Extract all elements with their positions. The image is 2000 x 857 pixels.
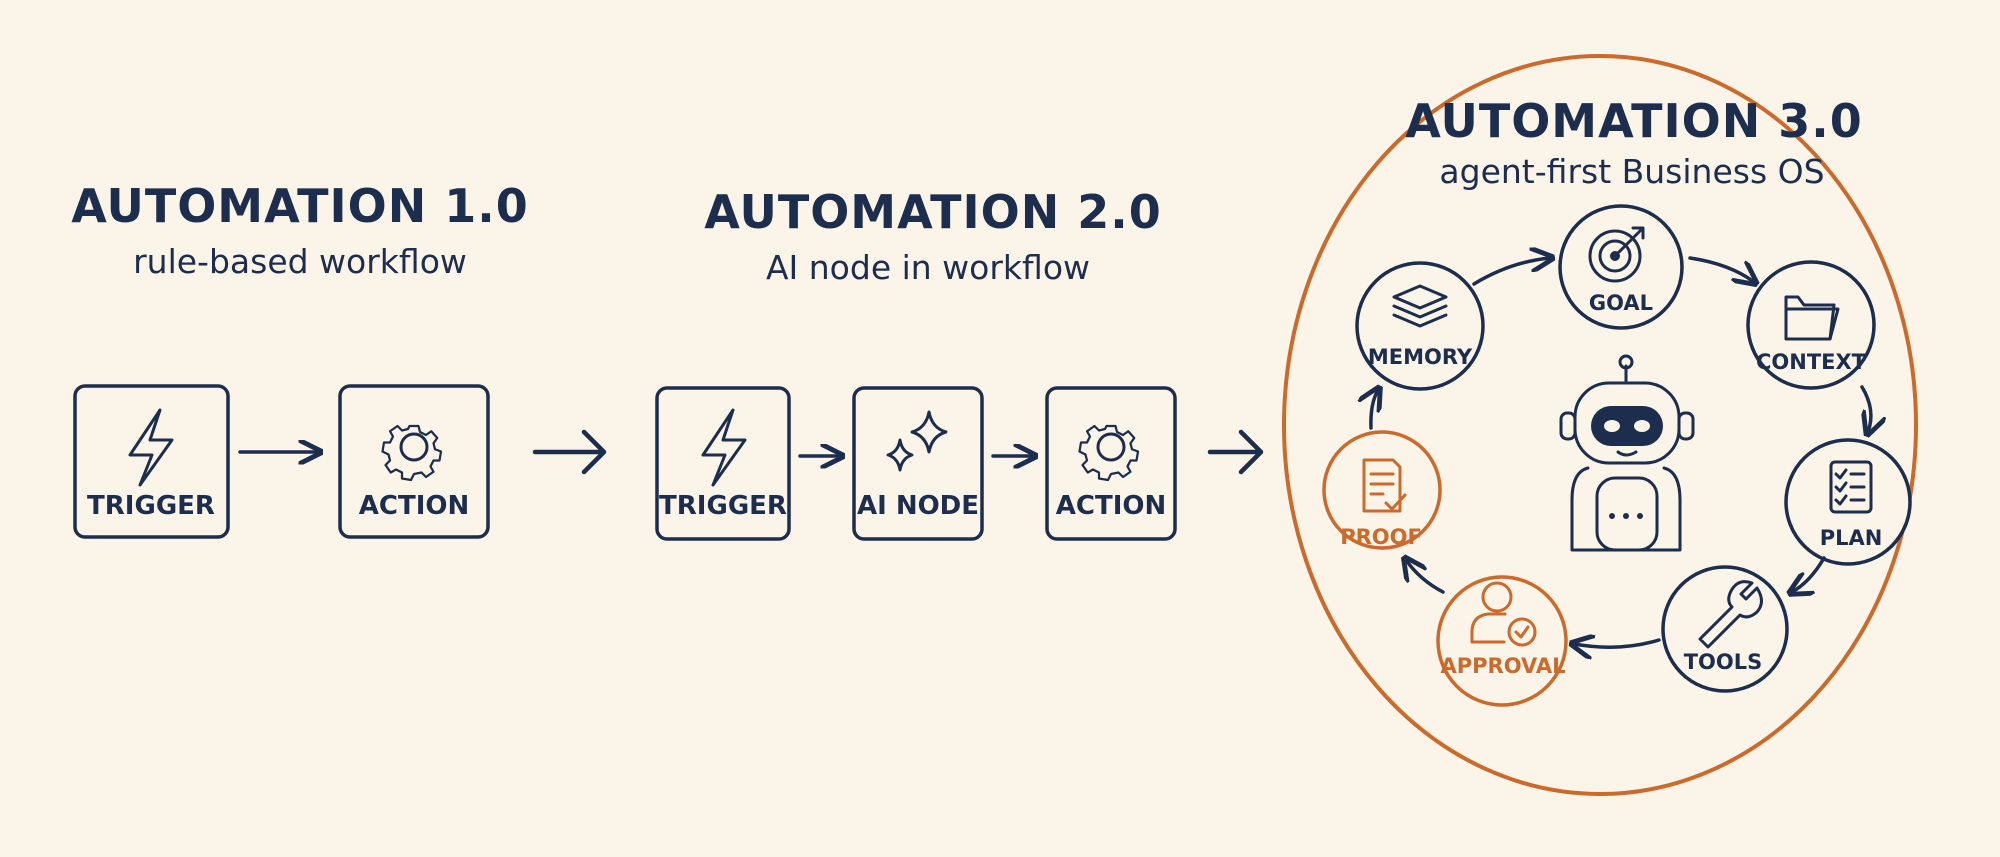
- stage-1-trigger-box: TRIGGER: [73, 384, 230, 539]
- proof-label: PROOF: [1340, 525, 1422, 549]
- goal-label: GOAL: [1589, 291, 1653, 315]
- checklist-icon: [1829, 460, 1873, 514]
- target-icon: [1588, 226, 1645, 283]
- gear-icon: [381, 424, 443, 482]
- stage-2-trigger-box: TRIGGER: [655, 386, 791, 541]
- cycle-node-context: CONTEXT: [1746, 260, 1876, 390]
- memory-label: MEMORY: [1368, 345, 1473, 369]
- approval-label: APPROVAL: [1441, 654, 1566, 678]
- stage-1-action-box: ACTION: [338, 384, 490, 539]
- folder-icon: [1784, 295, 1840, 341]
- stage-3: AUTOMATION 3.0 agent-first Business OS: [1282, 54, 1918, 796]
- user-check-icon: [1470, 581, 1537, 647]
- lightning-icon: [128, 408, 174, 487]
- sparkle-icon: [886, 410, 948, 472]
- document-check-icon: [1362, 458, 1407, 513]
- context-label: CONTEXT: [1756, 350, 1867, 374]
- stage-2-action-box: ACTION: [1045, 386, 1177, 541]
- cycle-arrow: [1792, 556, 1826, 592]
- layers-icon: [1392, 284, 1448, 328]
- trigger-label: TRIGGER: [659, 491, 787, 521]
- stage-1: AUTOMATION 1.0 rule-based workflow TRIGG…: [71, 179, 528, 539]
- cycle-node-memory: MEMORY: [1355, 261, 1485, 391]
- lightning-icon: [701, 408, 747, 487]
- cycle-arrow: [1371, 390, 1378, 430]
- cycle-arrow: [1406, 560, 1445, 594]
- cycle-arrow: [1574, 640, 1661, 647]
- cycle-node-tools: TOOLS: [1661, 565, 1789, 693]
- stage-1-title: AUTOMATION 1.0: [71, 179, 528, 233]
- cycle-arrow: [1688, 256, 1754, 282]
- stage-3-title: AUTOMATION 3.0: [1405, 94, 1862, 148]
- action-label: ACTION: [359, 491, 469, 521]
- cycle-node-goal: GOAL: [1558, 204, 1684, 330]
- stage-transition-arrow: [532, 429, 607, 475]
- plan-label: PLAN: [1820, 526, 1883, 550]
- gear-icon: [1078, 424, 1140, 482]
- cycle-arrow: [1472, 258, 1550, 286]
- stage-3-circle: [1282, 54, 1918, 796]
- stage-2: AUTOMATION 2.0 AI node in workflow TRIGG…: [655, 185, 1177, 541]
- tools-label: TOOLS: [1684, 650, 1763, 674]
- action-label: ACTION: [1056, 491, 1166, 521]
- stage-transition-arrow: [1207, 429, 1264, 475]
- wrench-icon: [1698, 580, 1763, 649]
- stage-2-subtitle: AI node in workflow: [766, 248, 1090, 287]
- cycle-arrow: [1860, 385, 1871, 432]
- cycle-node-approval: APPROVAL: [1436, 575, 1568, 707]
- stage-3-subtitle: agent-first Business OS: [1439, 152, 1824, 191]
- trigger-label: TRIGGER: [87, 491, 215, 521]
- stage-1-subtitle: rule-based workflow: [133, 242, 467, 281]
- stage-2-ai-node-box: AI NODE: [852, 386, 984, 541]
- ai-node-label: AI NODE: [857, 491, 979, 521]
- cycle-node-proof: PROOF: [1322, 430, 1442, 550]
- robot-icon: [1559, 354, 1695, 552]
- stage-2-title: AUTOMATION 2.0: [704, 185, 1161, 239]
- cycle-node-plan: PLAN: [1784, 438, 1912, 566]
